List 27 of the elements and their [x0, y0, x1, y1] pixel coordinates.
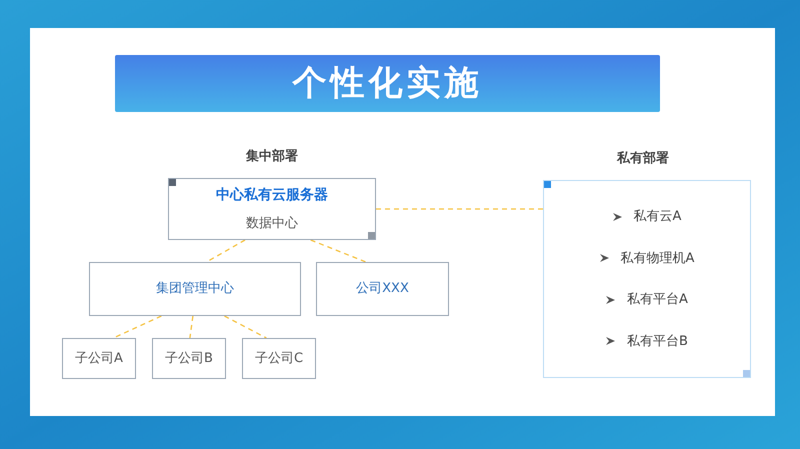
org-box	[89, 262, 301, 316]
dashed-connector	[113, 315, 162, 339]
dashed-connector	[310, 239, 366, 263]
dashed-connector	[376, 208, 543, 210]
node-title: 子公司C	[254, 350, 304, 368]
org-box	[242, 338, 316, 379]
section-heading: 集中部署	[246, 148, 298, 166]
dashed-connector	[189, 316, 194, 338]
node-title: 集团管理中心	[156, 280, 234, 298]
section-heading: 私有部署	[617, 150, 669, 168]
dashed-connector	[224, 315, 267, 339]
node-title: 子公司A	[75, 350, 123, 368]
node-title: 中心私有云服务器	[216, 186, 328, 205]
list-item: 私有平台A	[627, 291, 688, 309]
org-box	[152, 338, 226, 379]
node-subtitle: 数据中心	[246, 214, 298, 233]
org-box	[168, 178, 376, 240]
node-title: 子公司B	[165, 350, 213, 368]
list-item: 私有云A	[634, 208, 682, 226]
list-panel	[543, 180, 751, 378]
org-box	[62, 338, 136, 379]
title-banner: 个性化实施	[115, 55, 660, 112]
org-box	[316, 262, 449, 316]
list-item: 私有平台B	[627, 332, 688, 350]
dashed-connector	[206, 239, 246, 263]
list-item: 私有物理机A	[620, 250, 694, 268]
node-title: 公司XXX	[356, 280, 409, 298]
